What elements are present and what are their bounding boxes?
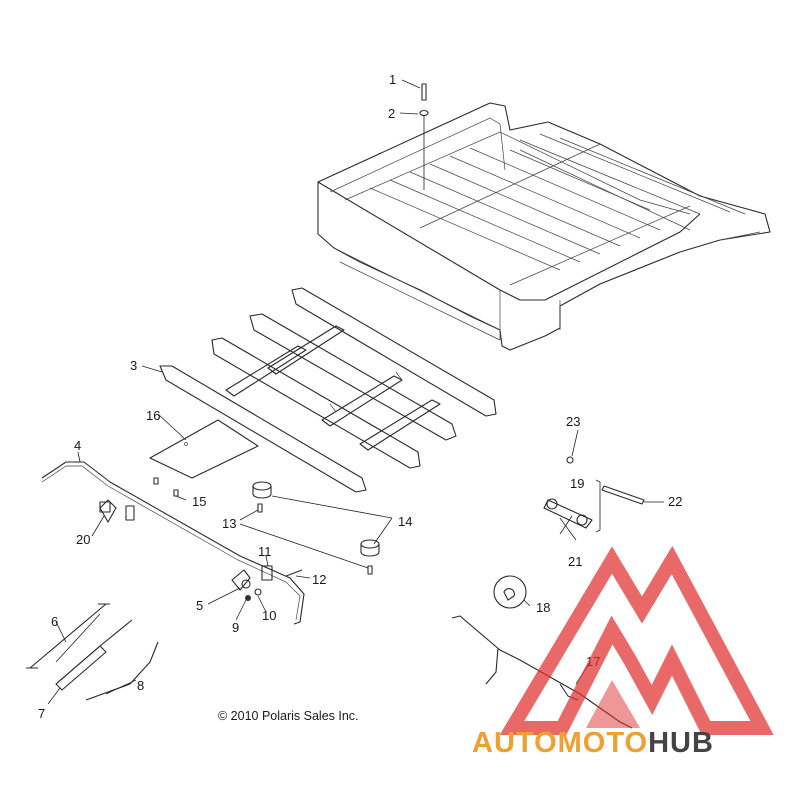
callout-16: 16: [146, 408, 160, 423]
hardware: [26, 83, 645, 729]
tailgate-rod: [41, 461, 305, 625]
bed-frame: [159, 287, 497, 493]
callout-9: 9: [232, 620, 239, 635]
callout-5: 5: [196, 598, 203, 613]
watermark-text-hub: HUB: [648, 727, 714, 759]
callout-3: 3: [130, 358, 137, 373]
leader-lines: [47, 79, 664, 705]
callout-14: 14: [398, 514, 412, 529]
watermark-logo: [499, 545, 774, 735]
callout-4: 4: [74, 438, 81, 453]
watermark-triangle-inner: [586, 680, 640, 728]
callout-22: 22: [668, 494, 682, 509]
callout-15: 15: [192, 494, 206, 509]
callout-13: 13: [222, 516, 236, 531]
callout-8: 8: [137, 678, 144, 693]
callout-20: 20: [76, 532, 90, 547]
svg-text:AUTOMOTOHUB: AUTOMOTOHUB: [472, 727, 714, 759]
callout-labels: 1 2 3 4 5 6 7 8 9 10 11 12 13 14 15 16 1…: [38, 72, 682, 721]
skid-plate: [149, 419, 259, 479]
callout-2: 2: [388, 106, 395, 121]
copyright-notice: © 2010 Polaris Sales Inc.: [218, 709, 359, 723]
callout-6: 6: [51, 614, 58, 629]
callout-11: 11: [258, 544, 272, 559]
cargo-box: [317, 102, 771, 351]
callout-10: 10: [262, 608, 276, 623]
callout-23: 23: [566, 414, 580, 429]
callout-1: 1: [389, 72, 396, 87]
callout-12: 12: [312, 572, 326, 587]
watermark-triangle-outer: [499, 545, 774, 735]
callout-18: 18: [536, 600, 550, 615]
watermark-text-automoto: AUTOMOTO: [472, 727, 648, 759]
callout-19: 19: [570, 476, 584, 491]
callout-21: 21: [568, 554, 582, 569]
callout-7: 7: [38, 706, 45, 721]
